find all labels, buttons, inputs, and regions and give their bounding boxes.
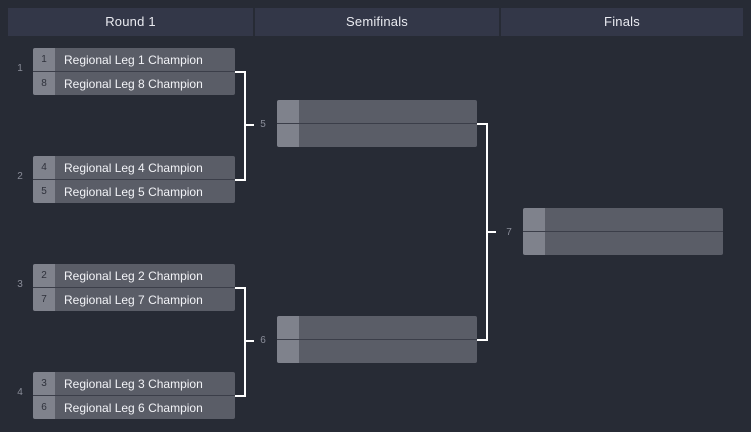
seed-badge [277,340,299,363]
match-number-3: 3 [17,279,23,290]
competitor-name: Regional Leg 3 Champion [55,372,235,395]
seed-badge: 8 [33,72,55,95]
seed-badge [523,232,545,255]
connector-m4-out [235,395,246,397]
round-header-semifinals: Semifinals [255,8,499,36]
match-box-6[interactable] [277,316,477,363]
match-4-slot-2[interactable]: 6 Regional Leg 6 Champion [33,395,235,419]
match-7-slot-2[interactable] [523,231,723,255]
seed-badge: 7 [33,288,55,311]
competitor-name: Regional Leg 2 Champion [55,264,235,287]
connector-m1m2-vertical [244,71,246,181]
match-1-slot-1[interactable]: 1 Regional Leg 1 Champion [33,48,235,71]
match-7-slot-1[interactable] [523,208,723,231]
competitor-name: Regional Leg 8 Champion [55,72,235,95]
match-number-2: 2 [17,171,23,182]
match-3-slot-1[interactable]: 2 Regional Leg 2 Champion [33,264,235,287]
connector-into-m7 [486,231,496,233]
round-header-bar: Round 1 Semifinals Finals [8,8,743,36]
competitor-name [299,100,477,123]
seed-badge: 4 [33,156,55,179]
match-6-slot-2[interactable] [277,339,477,363]
seed-badge [277,100,299,123]
match-number-1: 1 [17,63,23,74]
match-number-6: 6 [260,335,266,346]
competitor-name: Regional Leg 4 Champion [55,156,235,179]
connector-m3-out [235,287,246,289]
connector-m5-out [477,123,488,125]
match-3-slot-2[interactable]: 7 Regional Leg 7 Champion [33,287,235,311]
seed-badge: 3 [33,372,55,395]
match-box-2[interactable]: 4 Regional Leg 4 Champion 5 Regional Leg… [33,156,235,203]
seed-badge [277,124,299,147]
seed-badge: 6 [33,396,55,419]
match-2-slot-1[interactable]: 4 Regional Leg 4 Champion [33,156,235,179]
match-6-slot-1[interactable] [277,316,477,339]
competitor-name [299,316,477,339]
connector-into-m6 [244,340,254,342]
match-5-slot-1[interactable] [277,100,477,123]
competitor-name: Regional Leg 5 Champion [55,180,235,203]
competitor-name [299,124,477,147]
match-box-4[interactable]: 3 Regional Leg 3 Champion 6 Regional Leg… [33,372,235,419]
competitor-name: Regional Leg 7 Champion [55,288,235,311]
match-1-slot-2[interactable]: 8 Regional Leg 8 Champion [33,71,235,95]
match-4-slot-1[interactable]: 3 Regional Leg 3 Champion [33,372,235,395]
connector-m2-out [235,179,246,181]
seed-badge: 2 [33,264,55,287]
match-box-3[interactable]: 2 Regional Leg 2 Champion 7 Regional Leg… [33,264,235,311]
match-box-1[interactable]: 1 Regional Leg 1 Champion 8 Regional Leg… [33,48,235,95]
seed-badge: 5 [33,180,55,203]
connector-m1-out [235,71,246,73]
match-2-slot-2[interactable]: 5 Regional Leg 5 Champion [33,179,235,203]
connector-m6-out [477,339,488,341]
match-number-4: 4 [17,387,23,398]
seed-badge [277,316,299,339]
match-box-7[interactable] [523,208,723,255]
connector-into-m5 [244,124,254,126]
seed-badge [523,208,545,231]
seed-badge: 1 [33,48,55,71]
competitor-name: Regional Leg 1 Champion [55,48,235,71]
match-box-5[interactable] [277,100,477,147]
connector-m3m4-vertical [244,287,246,397]
match-number-5: 5 [260,119,266,130]
competitor-name [299,340,477,363]
round-header-round-1: Round 1 [8,8,253,36]
match-5-slot-2[interactable] [277,123,477,147]
round-header-finals: Finals [501,8,743,36]
competitor-name [545,232,723,255]
competitor-name [545,208,723,231]
competitor-name: Regional Leg 6 Champion [55,396,235,419]
match-number-7: 7 [506,227,512,238]
